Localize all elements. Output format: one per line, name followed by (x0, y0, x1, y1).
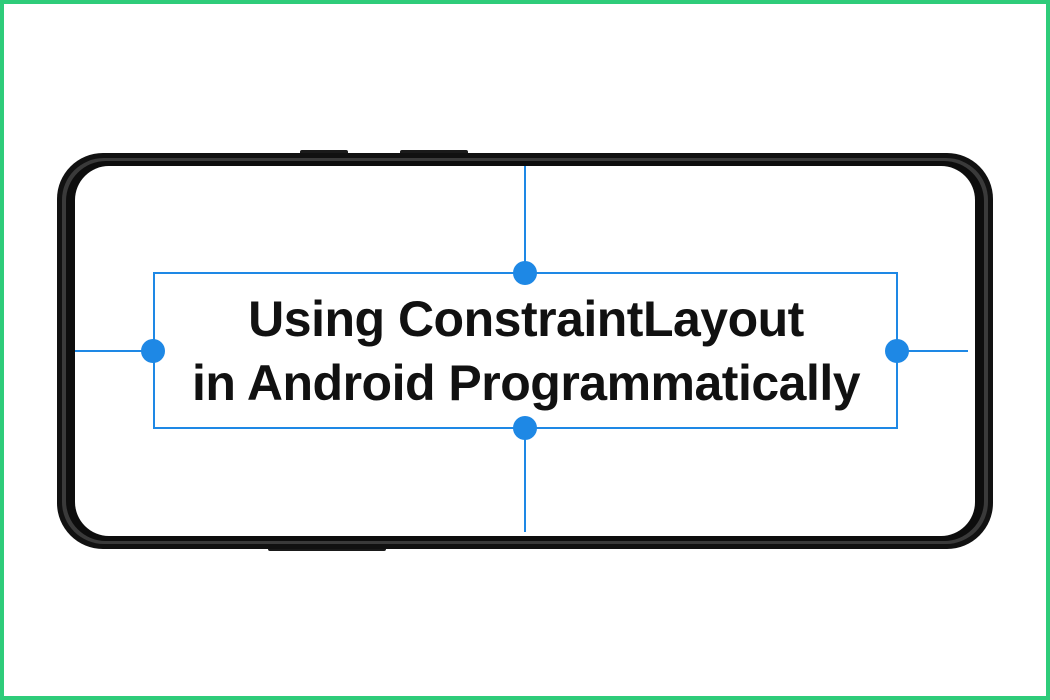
phone-screen (75, 166, 975, 536)
title-line-2: in Android Programmatically (191, 354, 861, 411)
constraint-handle-top-icon (513, 261, 537, 285)
constraint-handle-right-icon (885, 339, 909, 363)
constraint-handle-bottom-icon (513, 416, 537, 440)
title-line-1: Using ConstraintLayout (248, 290, 804, 347)
constraint-handle-left-icon (141, 339, 165, 363)
title-block: Using ConstraintLayout in Android Progra… (154, 273, 898, 428)
